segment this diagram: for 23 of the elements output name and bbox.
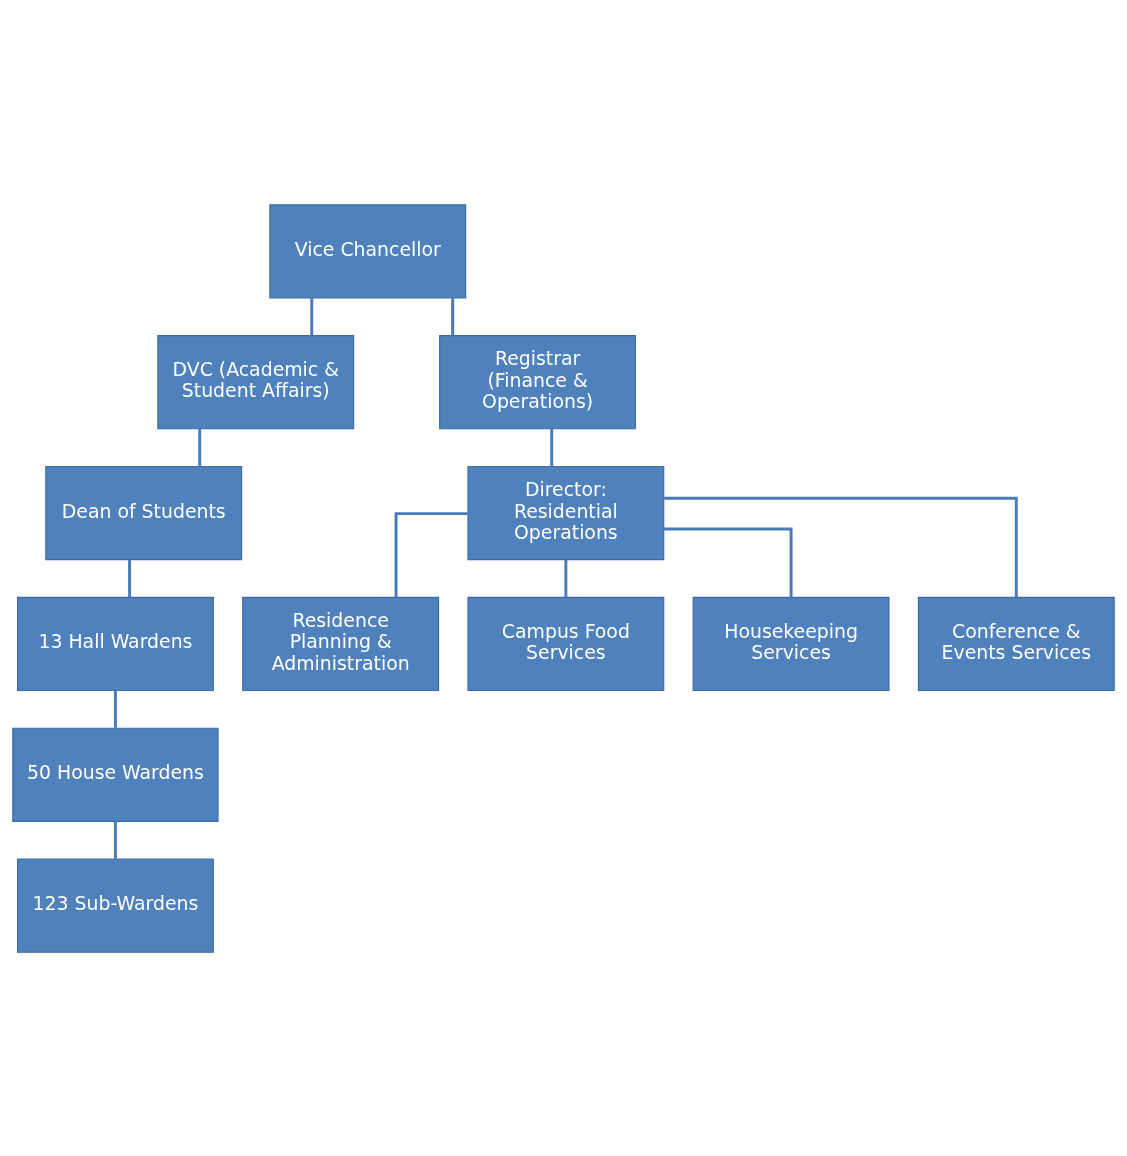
node-box: Campus Food Services <box>467 596 665 691</box>
connector <box>664 496 1018 597</box>
node-box: 123 Sub-Wardens <box>16 858 214 953</box>
connector <box>128 559 132 597</box>
node-box: 50 House Wardens <box>12 727 219 822</box>
node-box: Housekeeping Services <box>692 596 890 691</box>
node-box: Director: Residential Operations <box>467 465 665 560</box>
node-box: DVC (Academic & Student Affairs) <box>157 334 355 429</box>
connector <box>550 428 554 466</box>
connector <box>113 821 117 859</box>
node-box: Conference & Events Services <box>917 596 1115 691</box>
connector <box>664 527 793 597</box>
connector <box>564 559 568 597</box>
connector <box>451 297 455 335</box>
node-box: Residence Planning & Administration <box>242 596 440 691</box>
node-box: Registrar (Finance & Operations) <box>439 334 636 429</box>
connector <box>198 428 202 466</box>
node-box: Vice Chancellor <box>269 203 467 298</box>
node-box: Dean of Students <box>45 465 243 560</box>
connector <box>113 690 117 728</box>
connector <box>310 297 314 335</box>
node-box: 13 Hall Wardens <box>16 596 214 691</box>
connector <box>394 511 468 597</box>
